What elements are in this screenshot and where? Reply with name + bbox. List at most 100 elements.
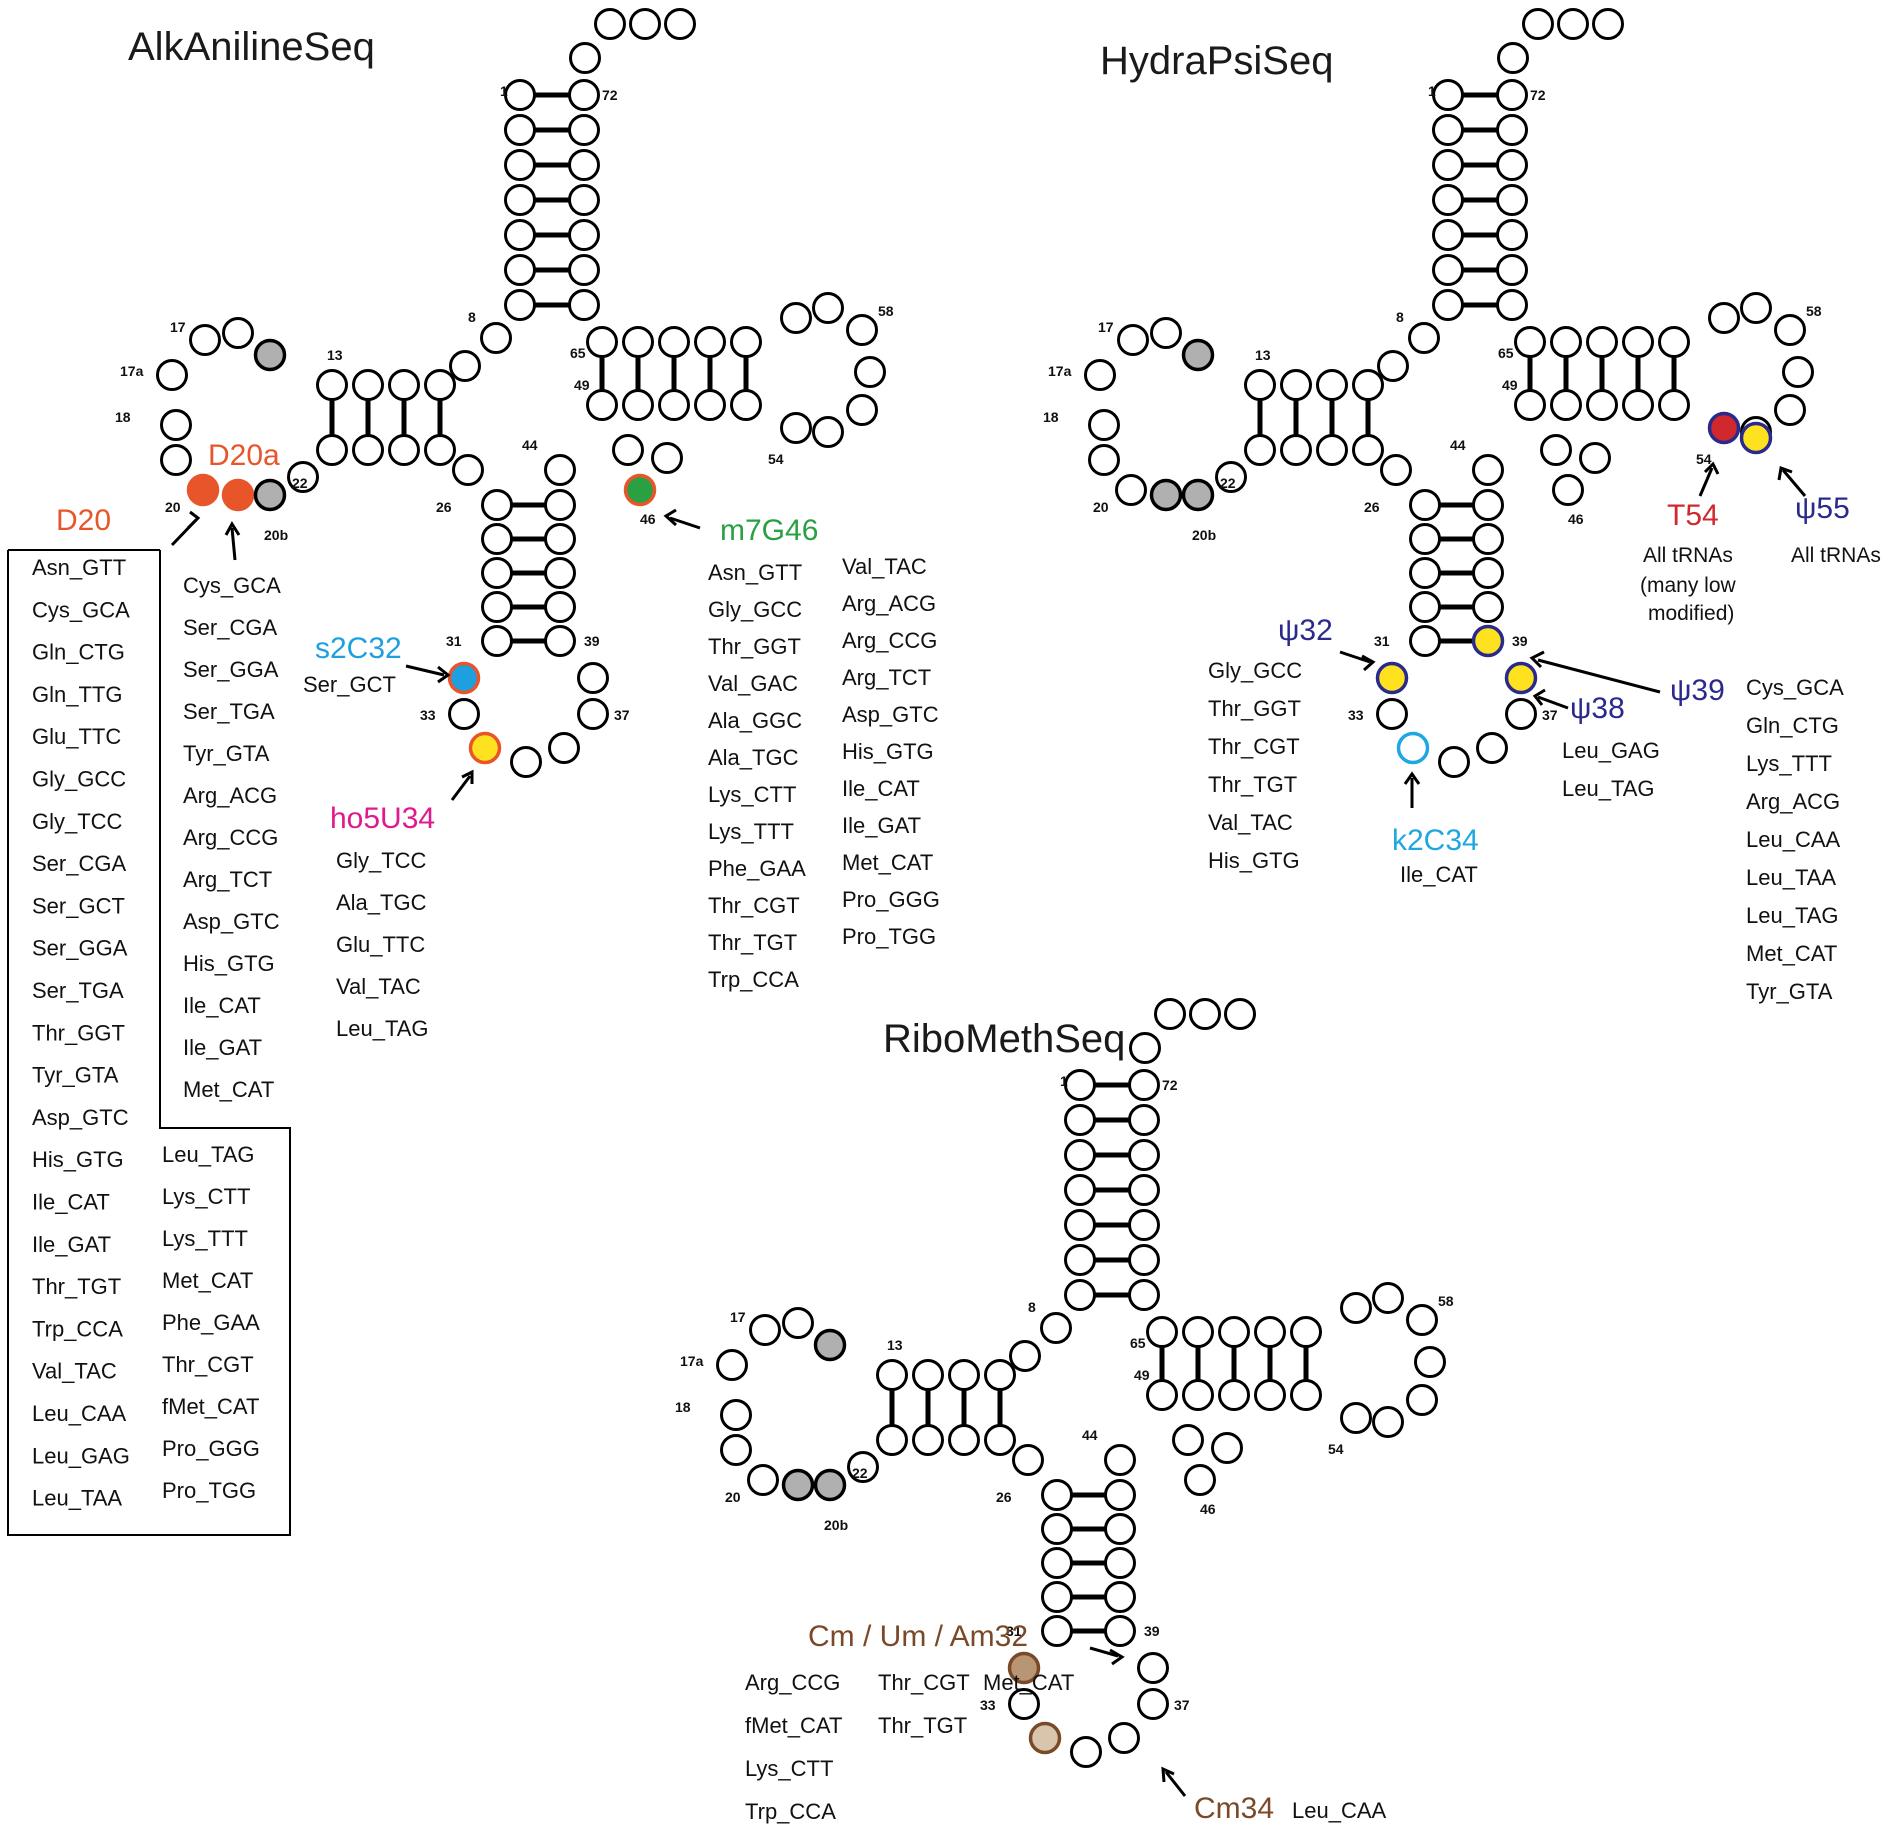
position-number: 54 xyxy=(1328,1441,1344,1457)
nucleotide xyxy=(1115,474,1147,506)
trna-list-item: Trp_CCA xyxy=(745,1799,836,1824)
nucleotide xyxy=(1316,369,1348,401)
position-number: 37 xyxy=(1542,707,1558,723)
nucleotide xyxy=(1471,624,1505,658)
trna-list-item: Arg_CCG xyxy=(183,825,278,850)
nucleotide xyxy=(1008,1688,1040,1720)
nucleotide xyxy=(504,114,536,146)
nm32-tRNA-list-col3: Met_CAT xyxy=(983,1670,1074,1695)
position-number: 17a xyxy=(120,363,144,379)
trna-list-item: Leu_CAA xyxy=(1746,827,1841,852)
position-number: 17 xyxy=(1098,319,1114,335)
nucleotide xyxy=(1340,1292,1372,1324)
trna-list-item: Thr_CGT xyxy=(1208,734,1300,759)
nucleotide xyxy=(449,350,481,382)
nucleotide xyxy=(1740,292,1772,324)
nucleotide xyxy=(568,79,600,111)
nucleotide xyxy=(629,8,661,40)
nucleotide xyxy=(1550,326,1582,358)
position-number: 46 xyxy=(1200,1501,1216,1517)
position-number: 20b xyxy=(824,1517,848,1533)
panel-title: AlkAnilineSeq xyxy=(128,25,375,69)
nucleotide xyxy=(1215,461,1247,493)
psi32-tRNA-list: Gly_GCCThr_GGTThr_CGTThr_TGTVal_TACHis_G… xyxy=(1208,658,1302,873)
nucleotide xyxy=(782,1307,814,1339)
nucleotide xyxy=(1496,254,1528,286)
nucleotide xyxy=(1514,389,1546,421)
nucleotide xyxy=(1592,8,1624,40)
nucleotide xyxy=(1218,1316,1250,1348)
nucleotide xyxy=(1409,625,1441,657)
trna-list-item: Ser_TGA xyxy=(183,699,275,724)
trna-list-item: Ile_CAT xyxy=(842,776,920,801)
nucleotide xyxy=(480,322,512,354)
trna-list-item: His_GTG xyxy=(842,739,934,764)
trna-list-item: Trp_CCA xyxy=(708,967,799,992)
trna-list-item: Leu_CAA xyxy=(32,1401,127,1426)
nucleotide xyxy=(847,1451,879,1483)
trna-list-item: Arg_ACG xyxy=(1746,789,1840,814)
nucleotide xyxy=(1579,442,1611,474)
nucleotide xyxy=(948,1359,980,1391)
nucleotide xyxy=(1622,389,1654,421)
position-number: 22 xyxy=(292,475,308,491)
trna-list-item: Tyr_GTA xyxy=(183,741,270,766)
mod-label-psi38: ψ38 xyxy=(1570,692,1625,725)
trna-list-item: Arg_CCG xyxy=(745,1670,840,1695)
nucleotide xyxy=(1340,1402,1372,1434)
nucleotide xyxy=(1218,1379,1250,1411)
nucleotide xyxy=(544,625,576,657)
trna-list-item: Gly_TCC xyxy=(32,809,123,834)
position-number: 65 xyxy=(1498,345,1514,361)
nucleotide xyxy=(352,434,384,466)
trna-list-item: Ile_GAT xyxy=(183,1035,262,1060)
nucleotide xyxy=(1472,557,1504,589)
nucleotide xyxy=(316,369,348,401)
nucleotide xyxy=(577,698,609,730)
trna-list-item: Ser_GCT xyxy=(303,672,396,697)
trna-list-item: Thr_CGT xyxy=(162,1352,254,1377)
mod-label-ho5u34: ho5U34 xyxy=(330,802,435,835)
position-number: 17a xyxy=(680,1353,704,1369)
nucleotide xyxy=(352,369,384,401)
nucleotide xyxy=(623,473,657,507)
nucleotide xyxy=(1154,998,1186,1030)
nucleotide xyxy=(1137,1688,1169,1720)
trna-list-item: Leu_TAG xyxy=(336,1016,429,1041)
nucleotide xyxy=(1406,1304,1438,1336)
nucleotide xyxy=(1117,324,1149,356)
nucleotide xyxy=(1432,149,1464,181)
trna-list-item: Ser_GGA xyxy=(32,936,128,961)
trna-list-item: Leu_GAG xyxy=(32,1443,130,1468)
cm34-tRNA-list: Leu_CAA xyxy=(1292,1798,1387,1823)
position-number: 26 xyxy=(996,1489,1012,1505)
nucleotide xyxy=(468,731,502,765)
d20-tRNA-list-col1: Asn_GTTCys_GCAGln_CTGGln_TTGGlu_TTCGly_G… xyxy=(32,555,130,1511)
trna-list-item: Arg_CCG xyxy=(842,628,937,653)
nucleotide xyxy=(1041,1581,1073,1613)
nucleotide xyxy=(1372,1406,1404,1438)
trna-list-item: Thr_GGT xyxy=(708,634,801,659)
nucleotide xyxy=(1009,1340,1041,1372)
trna-list-item: Met_CAT xyxy=(983,1670,1074,1695)
position-number: 18 xyxy=(1043,409,1059,425)
nucleotide xyxy=(1137,1652,1169,1684)
nucleotide xyxy=(186,473,220,507)
trna-list-item: Met_CAT xyxy=(183,1077,274,1102)
nucleotide xyxy=(1522,8,1554,40)
nucleotide xyxy=(1375,661,1409,695)
nucleotide xyxy=(1396,731,1430,765)
nucleotide xyxy=(504,254,536,286)
trna-list-item: Leu_TAG xyxy=(1562,776,1655,801)
trna-list-item: Gln_CTG xyxy=(32,640,125,665)
position-number: 13 xyxy=(887,1337,903,1353)
nucleotide xyxy=(1254,1379,1286,1411)
trna-list-item: Arg_TCT xyxy=(842,665,931,690)
nucleotide xyxy=(1514,326,1546,358)
mod-label-nm32: Cm / Um / Am32 xyxy=(808,1620,1028,1653)
mod-label-psi55: ψ55 xyxy=(1795,492,1850,525)
position-number: 1 xyxy=(1428,83,1436,99)
